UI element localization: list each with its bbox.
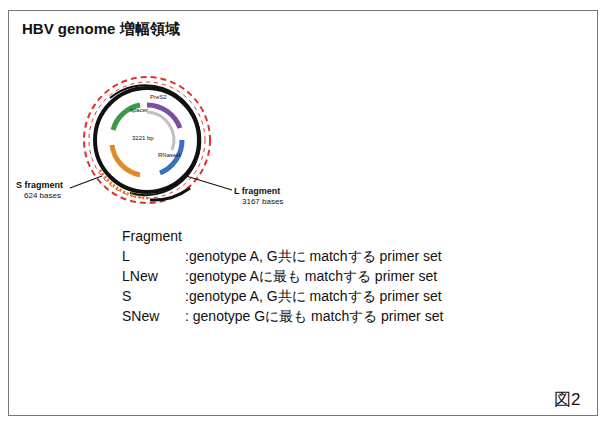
- list-heading: Fragment: [122, 228, 182, 244]
- genome-size: 3221 bp: [132, 135, 154, 142]
- fragment-key: LNew: [122, 268, 158, 284]
- gene-label: RNaseH: [158, 152, 181, 159]
- fragment-length: 3167 bases: [242, 197, 283, 206]
- fragment-key: L: [122, 248, 130, 264]
- gene-label: PreS2: [150, 94, 167, 101]
- fragment-name: L fragment: [234, 186, 280, 196]
- slide-frame: [8, 10, 598, 416]
- fragment-name: S fragment: [16, 180, 63, 190]
- fragment-key: SNew: [122, 308, 159, 324]
- fragment-length: 624 bases: [24, 191, 61, 200]
- fragment-description: :genotype A, G共に matchする primer set: [185, 288, 442, 304]
- gene-label: spacer: [130, 107, 148, 114]
- figure-number: 図2: [554, 390, 580, 410]
- fragment-description: : genotype Gに最も matchする primer set: [185, 308, 443, 324]
- fragment-description: :genotype Aに最も matchする primer set: [185, 268, 437, 284]
- fragment-key: S: [122, 288, 131, 304]
- slide-title: HBV genome 増幅領域: [22, 20, 180, 37]
- fragment-description: :genotype A, G共に matchする primer set: [185, 248, 442, 264]
